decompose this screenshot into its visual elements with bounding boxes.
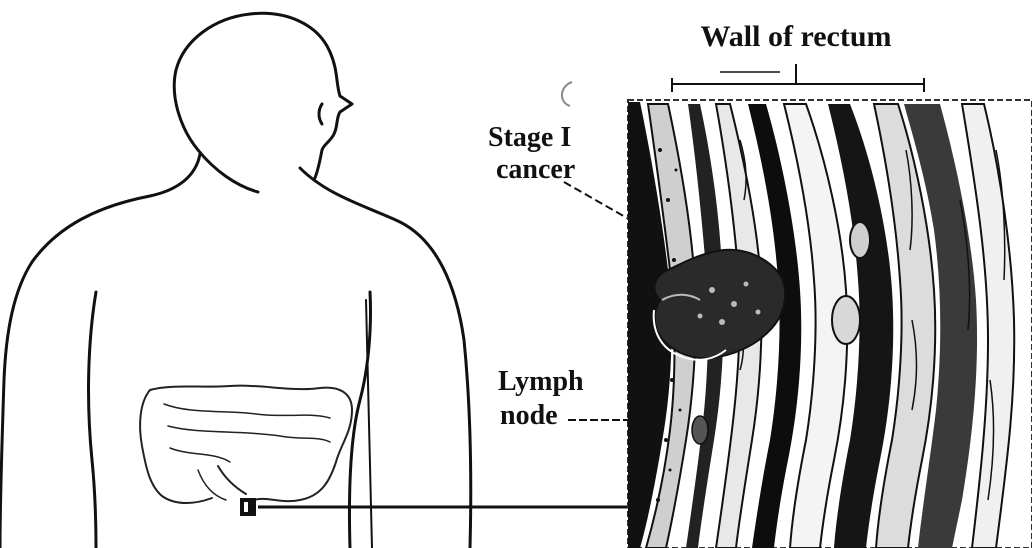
left-shoulder xyxy=(0,154,200,548)
left-arm-line xyxy=(89,292,96,548)
ear-outline xyxy=(319,104,322,124)
stage-cancer-label-line2: cancer xyxy=(496,154,575,185)
lymph-node-label-line1: Lymph xyxy=(498,366,584,397)
head-outline xyxy=(174,13,352,192)
wall-of-rectum-label: Wall of rectum xyxy=(700,20,891,53)
rectum-cross-section xyxy=(628,100,1032,548)
right-shoulder xyxy=(300,168,471,548)
wall-bracket xyxy=(672,64,924,92)
stage-cancer-label-line1: Stage I xyxy=(488,122,571,153)
small-c-mark xyxy=(562,82,572,106)
human-figure xyxy=(0,13,471,548)
lymph-node-label-line2: node xyxy=(500,400,558,431)
colon-outline xyxy=(140,386,352,503)
